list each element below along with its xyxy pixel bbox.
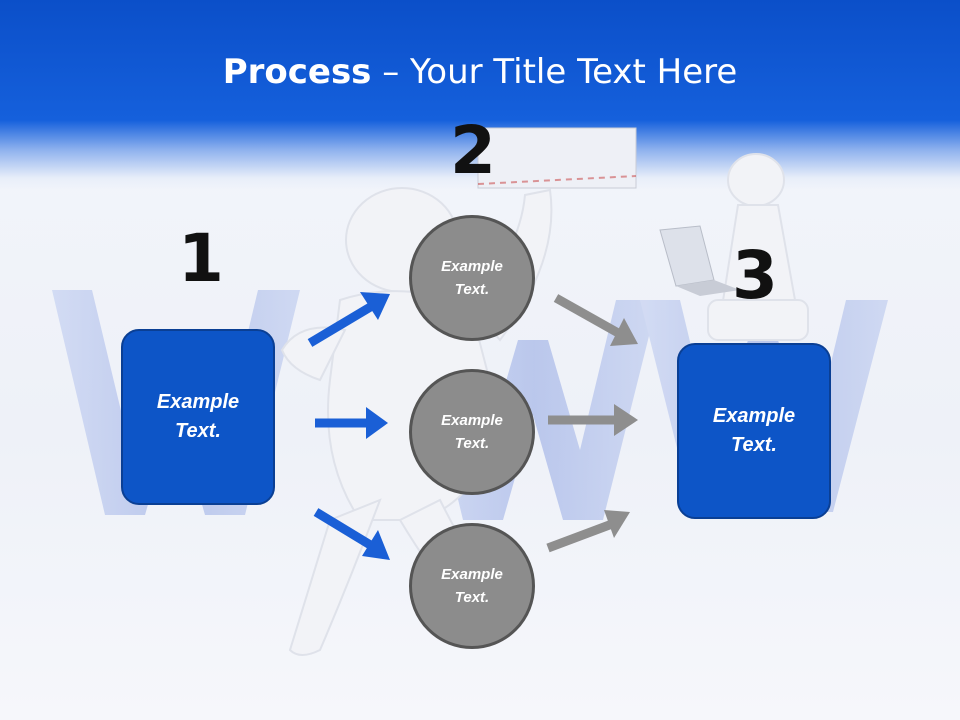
slide-title: Process – Your Title Text Here bbox=[0, 52, 960, 92]
arrow-gray-up bbox=[546, 519, 614, 553]
arrow-blue-up-head bbox=[360, 292, 390, 320]
circle-top: Example Text. bbox=[409, 215, 535, 341]
step-number-3: 3 bbox=[732, 237, 778, 314]
step-number-1: 1 bbox=[178, 220, 224, 297]
box-left: Example Text. bbox=[121, 329, 275, 505]
flow-arrows bbox=[307, 292, 638, 560]
arrow-blue-mid-head bbox=[366, 407, 388, 439]
box-right: Example Text. bbox=[677, 343, 831, 519]
circle-bottom: Example Text. bbox=[409, 523, 535, 649]
arrow-gray-mid-head bbox=[614, 404, 638, 436]
title-rest: – Your Title Text Here bbox=[371, 52, 738, 92]
envelope-graphic bbox=[477, 127, 637, 189]
arrow-blue-up bbox=[307, 302, 375, 347]
arrow-gray-down-head bbox=[610, 318, 638, 346]
circle-middle: Example Text. bbox=[409, 369, 535, 495]
arrow-blue-down bbox=[313, 508, 375, 550]
step-number-2: 2 bbox=[450, 112, 496, 189]
title-bold: Process bbox=[222, 52, 372, 92]
laptop-icon bbox=[659, 225, 740, 296]
arrow-gray-up-head bbox=[604, 510, 630, 538]
arrow-blue-down-head bbox=[362, 530, 390, 560]
laptop-figure bbox=[707, 153, 809, 341]
arrow-gray-down bbox=[553, 294, 623, 338]
